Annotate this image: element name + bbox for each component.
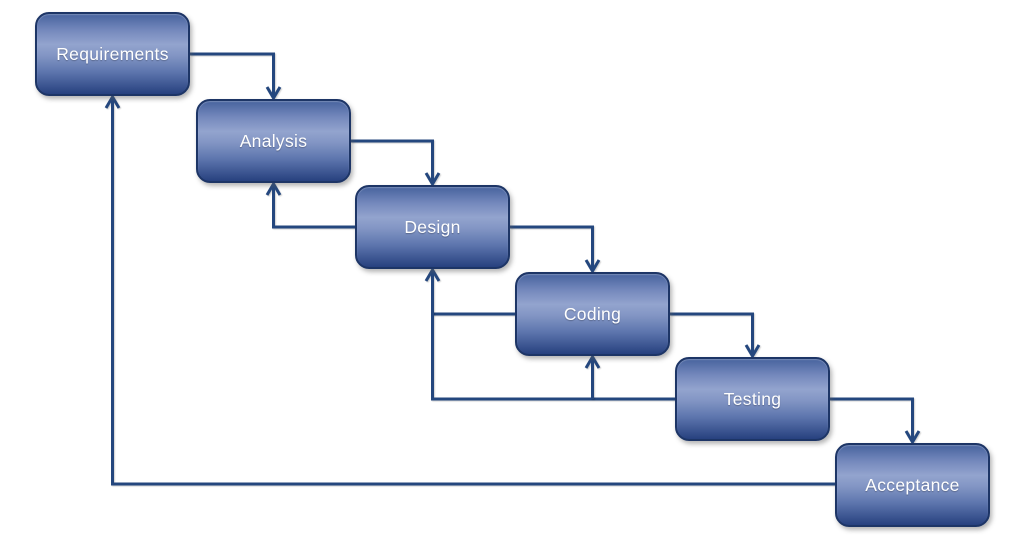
node-coding-label: Coding xyxy=(563,303,622,324)
connector-analysis-to-design xyxy=(351,139,441,187)
node-acceptance: Acceptance xyxy=(835,443,990,527)
node-requirements: Requirements xyxy=(35,12,190,96)
node-design: Design xyxy=(355,185,510,269)
node-testing: Testing xyxy=(675,357,830,441)
connector-design-to-coding xyxy=(510,225,601,274)
node-requirements-label: Requirements xyxy=(56,43,169,64)
node-analysis-label: Analysis xyxy=(239,130,308,151)
node-testing-label: Testing xyxy=(723,388,782,409)
node-design-label: Design xyxy=(404,216,461,237)
node-coding: Coding xyxy=(515,272,670,356)
connector-acceptance-to-requirements xyxy=(104,94,835,486)
connector-requirements-to-analysis xyxy=(190,52,282,101)
connector-testing-to-acceptance xyxy=(830,397,921,445)
connector-coding-to-testing xyxy=(670,312,761,359)
connectors xyxy=(104,52,921,486)
node-acceptance-label: Acceptance xyxy=(865,474,960,495)
connector-testing-to-design xyxy=(424,267,675,401)
node-analysis: Analysis xyxy=(196,99,351,183)
connector-design-to-analysis xyxy=(265,181,355,229)
